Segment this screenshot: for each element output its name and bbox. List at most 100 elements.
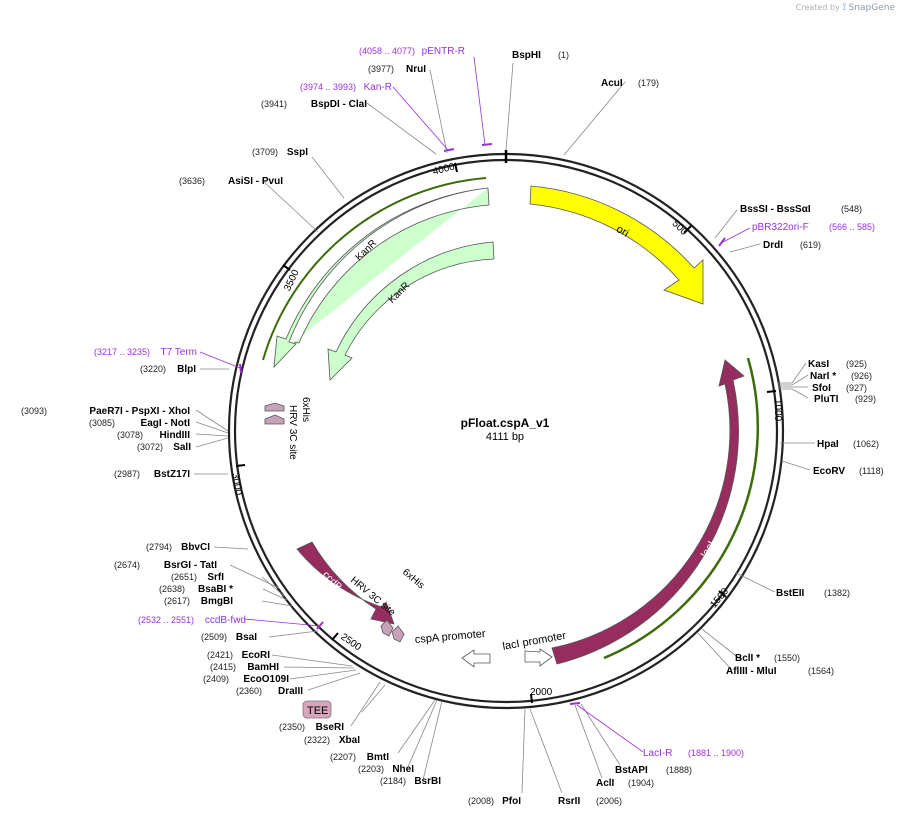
svg-text:NarI *: NarI * bbox=[810, 371, 836, 382]
plasmid-name: pFloat.cspA_v1 bbox=[461, 416, 550, 430]
svg-text:BstAPI: BstAPI bbox=[615, 765, 648, 776]
svg-text:DraIII: DraIII bbox=[278, 686, 303, 697]
site-pluti: PluTI (929) bbox=[814, 394, 876, 405]
tee-terminator-label: TEE bbox=[307, 705, 328, 717]
site-bsphi: BspHI(1) bbox=[512, 50, 569, 61]
svg-text:BmgBI: BmgBI bbox=[201, 596, 233, 607]
svg-text:(2674): (2674) bbox=[114, 560, 140, 570]
svg-text:(2421): (2421) bbox=[207, 650, 233, 660]
svg-text:(2794): (2794) bbox=[146, 542, 172, 552]
svg-text:(1888): (1888) bbox=[666, 765, 692, 775]
svg-text:(2207): (2207) bbox=[330, 752, 356, 762]
kanr-inner-arrow bbox=[327, 241, 495, 381]
site-ecorv: EcoRV(1118) bbox=[813, 466, 884, 477]
svg-text:RsrII: RsrII bbox=[558, 796, 580, 807]
hrv-site-bottom-label: HRV 3C site bbox=[348, 575, 397, 619]
svg-text:(3093): (3093) bbox=[21, 406, 47, 416]
svg-text:KasI: KasI bbox=[808, 359, 829, 370]
credit-brand: SnapGene bbox=[848, 3, 895, 13]
enzyme-site-labels-left: PfoI(2008) BsrBI(2184) NheI(2203) BmtI(2… bbox=[21, 64, 521, 807]
svg-text:(2184): (2184) bbox=[380, 776, 406, 786]
laci-arrow bbox=[551, 359, 745, 665]
site-bmgbi: BmgBI (2617) bbox=[164, 596, 233, 607]
svg-text:HindIII: HindIII bbox=[159, 430, 190, 441]
enzyme-site-labels: BspHI(1) AcuI(179) BssSI - BssSαI(548) D… bbox=[512, 50, 884, 807]
svg-text:Kan-R: Kan-R bbox=[364, 82, 392, 93]
svg-text:EcoO109I: EcoO109I bbox=[243, 674, 289, 685]
svg-text:BbvCI: BbvCI bbox=[181, 542, 210, 553]
tick-label-3500: 3500 bbox=[282, 268, 302, 293]
svg-text:SfoI: SfoI bbox=[812, 383, 831, 394]
site-nhei: NheI(2203) bbox=[358, 764, 414, 775]
svg-text:(3941): (3941) bbox=[261, 99, 287, 109]
svg-text:(2532 .. 2551): (2532 .. 2551) bbox=[138, 615, 194, 625]
site-bsabi: BsaBI *(2638) bbox=[159, 584, 233, 595]
ccdb-arrow bbox=[296, 541, 395, 625]
ccdb-label: ccdB bbox=[320, 569, 344, 593]
his-tag-left-label: 6xHis bbox=[300, 397, 311, 422]
primer-pbr322ori-f: pBR322ori-F(566 .. 585) bbox=[752, 222, 875, 233]
svg-text:(2409): (2409) bbox=[203, 674, 229, 684]
svg-text:(2987): (2987) bbox=[114, 469, 140, 479]
svg-text:BseRI: BseRI bbox=[316, 722, 345, 733]
site-hpai: HpaI(1062) bbox=[817, 439, 879, 450]
site-afliii: AflIII - MluI(1564) bbox=[726, 666, 834, 677]
svg-text:(2415): (2415) bbox=[210, 662, 236, 672]
svg-text:PluTI: PluTI bbox=[814, 394, 839, 405]
svg-text:(548): (548) bbox=[841, 204, 862, 214]
svg-text:SspI: SspI bbox=[287, 147, 308, 158]
svg-text:(925): (925) bbox=[846, 359, 867, 369]
svg-text:(2006): (2006) bbox=[596, 796, 622, 806]
primer-pentr-r: pENTR-R (4058 .. 4077) bbox=[359, 46, 465, 57]
svg-text:SrfI: SrfI bbox=[207, 572, 224, 583]
svg-text:(1881 .. 1900): (1881 .. 1900) bbox=[688, 748, 744, 758]
svg-text:(179): (179) bbox=[638, 78, 659, 88]
site-hindiii: HindIII(3078) bbox=[117, 430, 190, 441]
svg-text:(3636): (3636) bbox=[179, 176, 205, 186]
primer-ccdb-fwd: ccdB-fwd(2532 .. 2551) bbox=[138, 615, 246, 626]
svg-text:BmtI: BmtI bbox=[367, 752, 389, 763]
svg-text:AflIII - MluI: AflIII - MluI bbox=[726, 666, 777, 677]
svg-text:BsrGI - TatI: BsrGI - TatI bbox=[164, 560, 217, 571]
site-acli: AclI(1904) bbox=[596, 778, 654, 789]
ori-label: ori bbox=[614, 223, 631, 240]
svg-text:(2008): (2008) bbox=[468, 796, 494, 806]
svg-text:pENTR-R: pENTR-R bbox=[422, 46, 465, 57]
svg-text:(2617): (2617) bbox=[164, 596, 190, 606]
primer-t7-term: T7 Term(3217 .. 3235) bbox=[94, 347, 197, 358]
site-bsai: BsaI(2509) bbox=[201, 632, 257, 643]
hrv-site-left-label: HRV 3C site bbox=[287, 405, 298, 460]
svg-text:(926): (926) bbox=[851, 371, 872, 381]
svg-text:(619): (619) bbox=[800, 240, 821, 250]
svg-text:(566 .. 585): (566 .. 585) bbox=[829, 222, 875, 232]
svg-text:(1904): (1904) bbox=[628, 778, 654, 788]
site-drdi: DrdI(619) bbox=[763, 240, 821, 251]
svg-text:(927): (927) bbox=[846, 383, 867, 393]
svg-text:NruI: NruI bbox=[406, 64, 426, 75]
snapgene-credit: Created by ⟟ SnapGene bbox=[796, 2, 895, 13]
svg-text:(3977): (3977) bbox=[368, 64, 394, 74]
site-bcli: BclI *(1550) bbox=[735, 653, 800, 664]
site-bsteii: BstEII(1382) bbox=[776, 588, 850, 599]
site-draiii: DraIII(2360) bbox=[236, 686, 303, 697]
svg-text:(3974 .. 3993): (3974 .. 3993) bbox=[300, 82, 356, 92]
cspa-promoter-label: cspA promoter bbox=[414, 628, 486, 646]
svg-text:LacI-R: LacI-R bbox=[643, 748, 672, 759]
svg-text:BssSI - BssSαI: BssSI - BssSαI bbox=[740, 204, 811, 215]
site-sali: SalI(3072) bbox=[137, 442, 191, 453]
ori-feature: ori bbox=[529, 185, 704, 305]
svg-text:(2322): (2322) bbox=[304, 735, 330, 745]
site-eagi: EagI - NotI(3085) bbox=[89, 418, 190, 429]
site-bspdi: BspDI - ClaI(3941) bbox=[261, 99, 367, 110]
site-pfoi: PfoI(2008) bbox=[468, 796, 521, 807]
his-tag-bottom-label: 6xHis bbox=[400, 567, 426, 592]
site-bsssi: BssSI - BssSαI (548) bbox=[740, 204, 862, 215]
svg-text:(929): (929) bbox=[855, 394, 876, 404]
kanr-outer-feature: KanR bbox=[262, 177, 490, 369]
plasmid-size: 4111 bp bbox=[486, 431, 524, 443]
svg-text:(4058 .. 4077): (4058 .. 4077) bbox=[359, 46, 415, 56]
primer-kan-r: Kan-R (3974 .. 3993) bbox=[300, 82, 392, 93]
site-srfi: SrfI(2651) bbox=[171, 572, 224, 583]
laci-green-line bbox=[603, 357, 759, 660]
tick-label-3000: 3000 bbox=[229, 472, 244, 496]
